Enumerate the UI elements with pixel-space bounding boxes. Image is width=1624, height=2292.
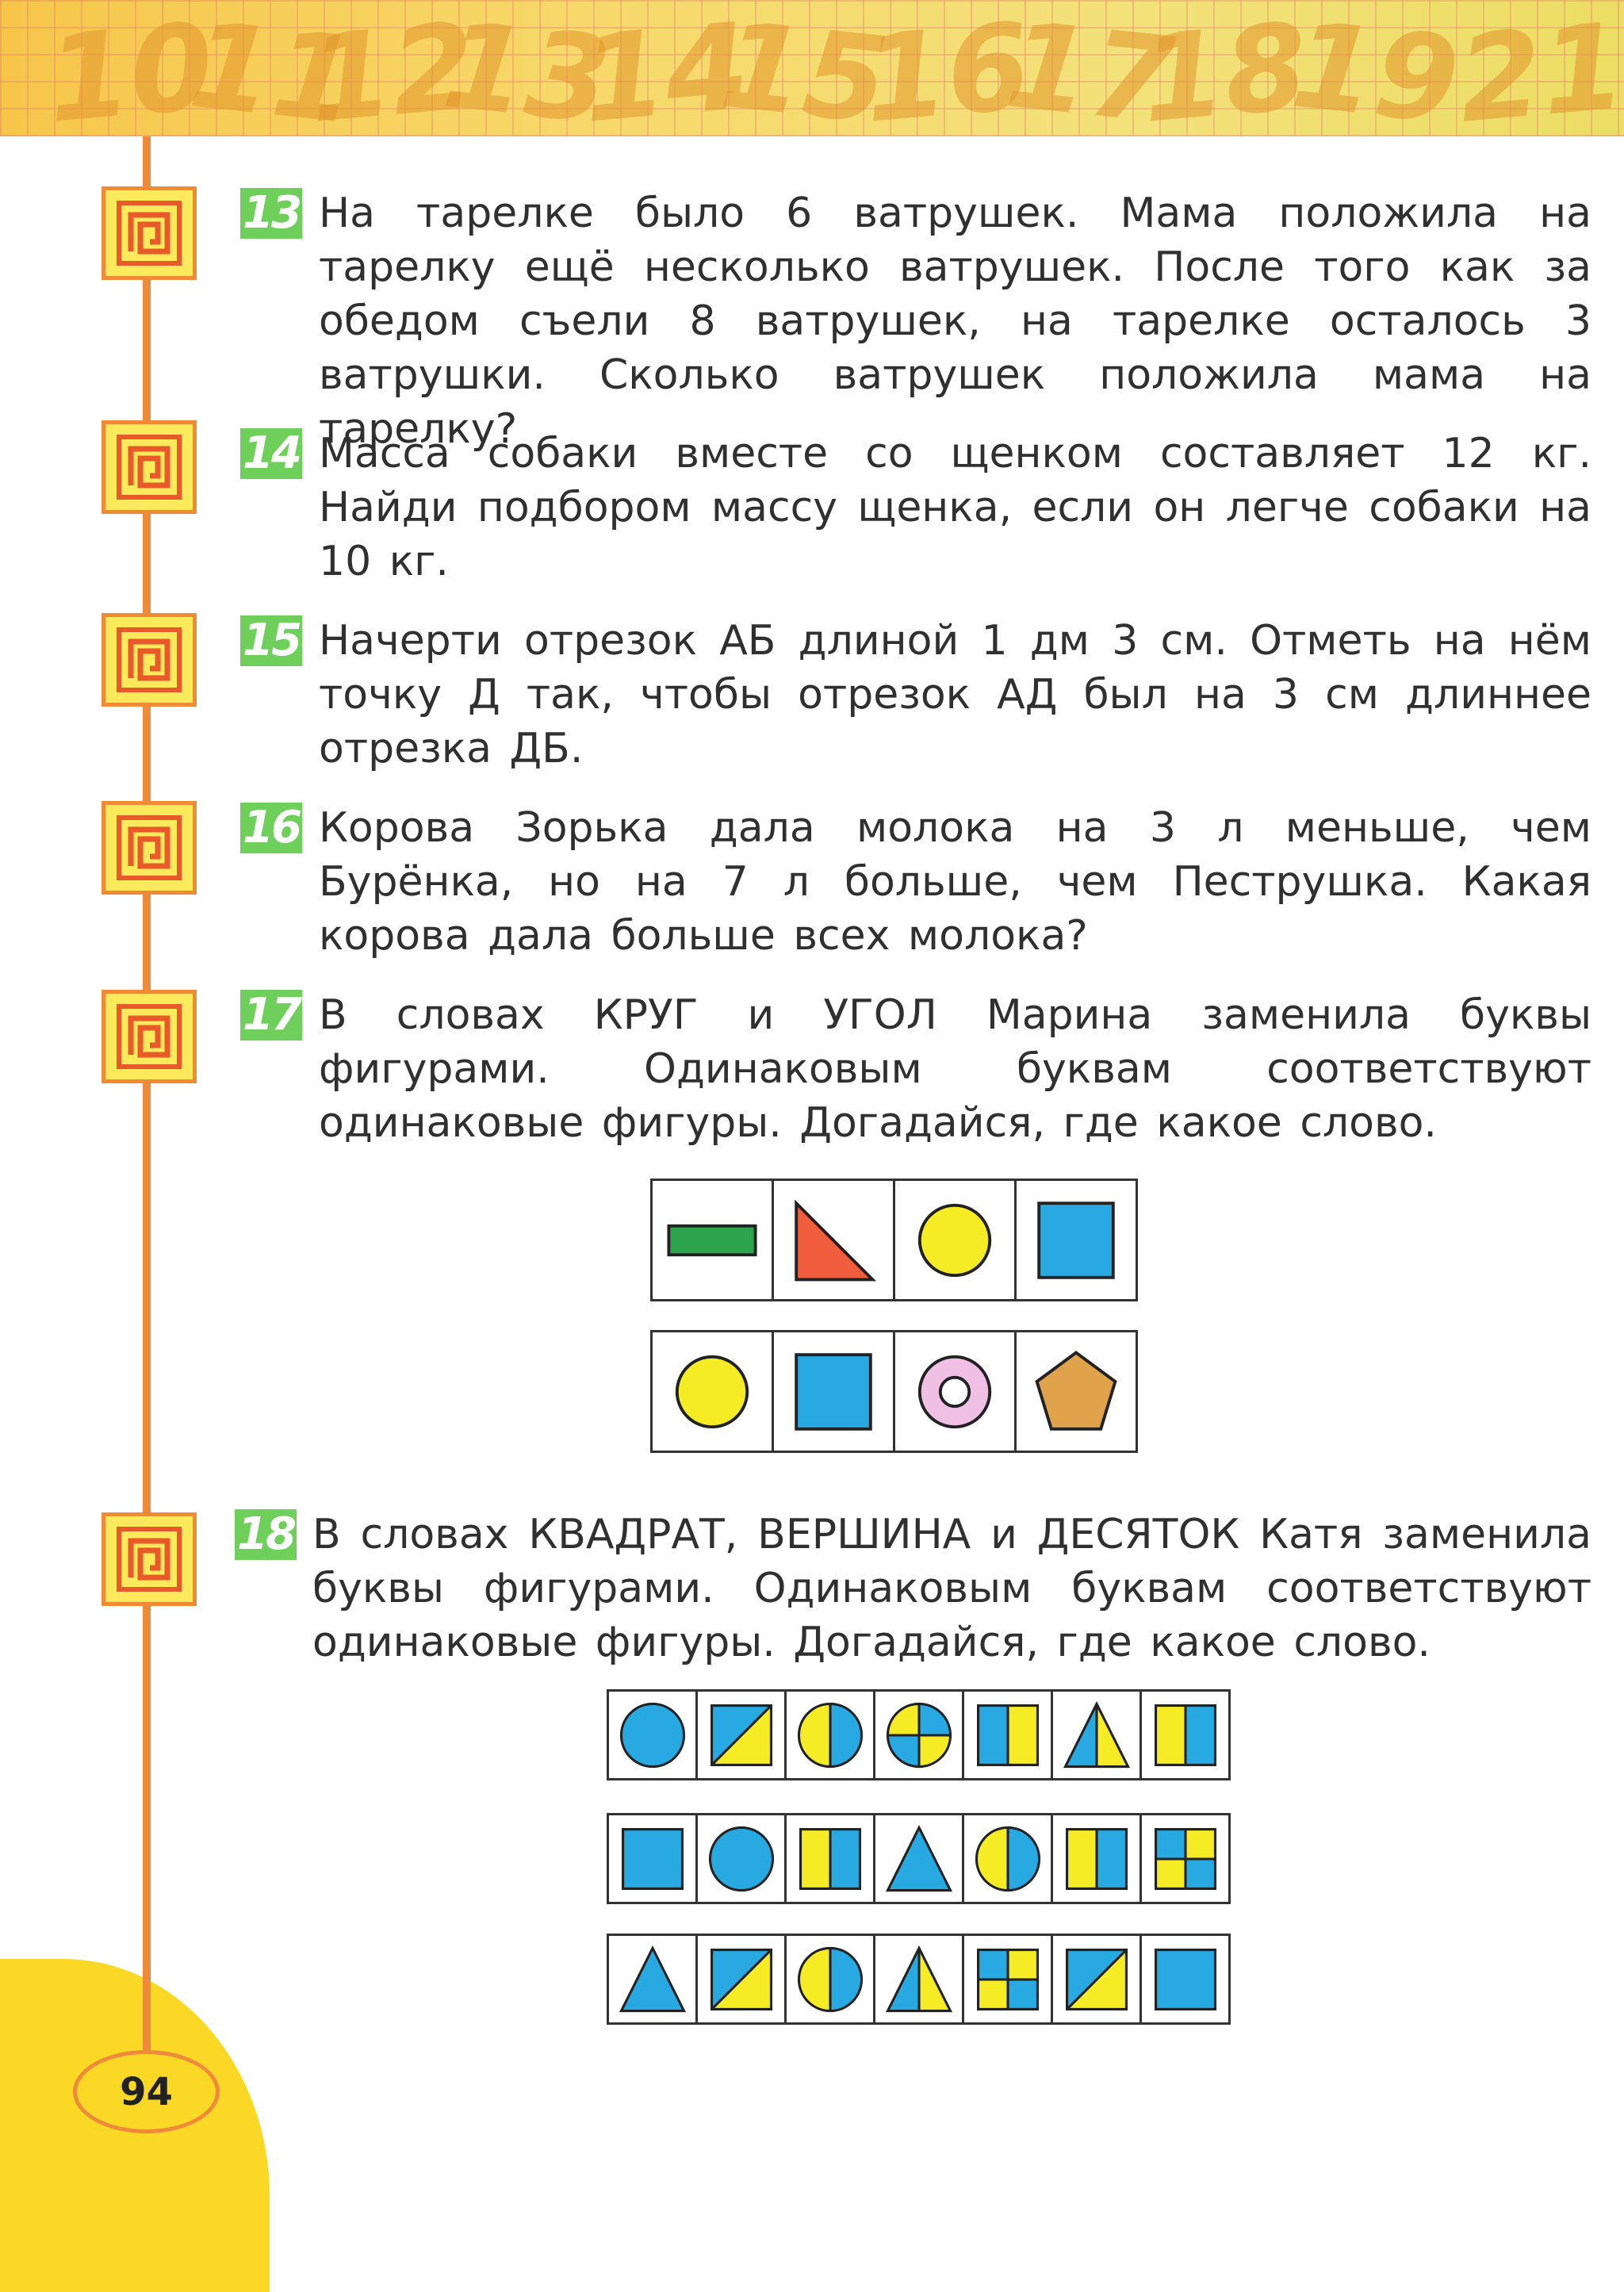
task-marker-icon [102,1512,197,1606]
task-number-badge: 14 [240,428,302,479]
task-13-text: На тарелке было 6 ватрушек. Мама положил… [319,190,1591,453]
square-half-shape [967,1694,1049,1776]
figure-cell [650,1179,774,1301]
yellow-circle-shape [661,1340,764,1443]
task-17-figure-row [650,1179,1138,1301]
green-rectangle-shape [661,1189,764,1292]
figure-cell [695,1934,787,2025]
task-marker-icon [102,186,197,280]
task-marker-icon [102,420,197,514]
task-18-text: В словах КВАДРАТ, ВЕРШИНА и ДЕСЯТОК Катя… [312,1511,1591,1666]
circle-half-shape [967,1818,1049,1900]
timeline-line [143,136,151,2072]
square-diagonal-shape [700,1938,783,2021]
task-number-badge: 17 [240,990,302,1041]
figure-cell [962,1689,1053,1780]
figure-cell [772,1330,895,1453]
task-number-badge: 18 [235,1509,297,1560]
square-half-yellow-left-shape [789,1818,871,1900]
task-15-text: Начерти отрезок АБ длиной 1 дм 3 см. Отм… [319,617,1591,772]
task-18-figure-row [607,1813,1231,1904]
task-number-badge: 16 [240,803,302,853]
task-marker-icon [102,990,197,1083]
blue-circle-shape [611,1694,694,1776]
figure-cell [962,1813,1053,1904]
square-quarters-shape [967,1938,1049,2021]
task-number-badge: 13 [240,188,302,239]
triangle-half-shape [878,1938,960,2021]
figure-cell [772,1179,895,1301]
blue-square-shape [1144,1938,1227,2021]
pink-ring-shape [903,1340,1006,1443]
circle-half-shape [789,1694,871,1776]
header-number: 21 [1453,0,1624,136]
task-14-text: Масса собаки вместе со щенком составляет… [319,430,1591,585]
figure-cell [784,1934,875,2025]
square-half-yellow-left-shape [1055,1818,1138,1900]
figure-cell [784,1689,875,1780]
figure-cell [607,1934,698,2025]
figure-cell [650,1330,774,1453]
figure-cell [695,1689,787,1780]
figure-cell [1051,1934,1142,2025]
figure-cell [695,1813,787,1904]
header-number: 18 [1136,0,1313,136]
blue-triangle-shape [878,1818,960,1900]
figure-cell [1139,1934,1231,2025]
blue-square-shape [782,1340,885,1443]
orange-pentagon-shape [1025,1340,1128,1443]
circle-quarters-shape [878,1694,960,1776]
square-quarters-shape [1144,1818,1227,1900]
task-18-figure-row [607,1689,1231,1780]
blue-square-shape [1025,1189,1128,1292]
figure-cell [1139,1813,1231,1904]
task-17-figure-row [650,1330,1138,1453]
header-number: 19 [1285,0,1465,136]
figure-cell [784,1813,875,1904]
blue-triangle-shape [611,1938,694,2021]
task-number-badge: 15 [240,615,302,666]
header-grid [0,0,1624,136]
figure-cell [1139,1689,1231,1780]
figure-cell [1051,1689,1142,1780]
figure-cell [893,1179,1017,1301]
page-number: 94 [73,2050,220,2133]
square-half-yellow-left-shape [1144,1694,1227,1776]
task-16-text: Корова Зорька дала молока на 3 л меньше,… [319,804,1591,960]
figure-cell [607,1813,698,1904]
yellow-circle-shape [903,1189,1006,1292]
triangle-half-shape [1055,1694,1138,1776]
figure-cell [962,1934,1053,2025]
figure-cell [873,1689,964,1780]
red-triangle-shape [782,1189,885,1292]
circle-half-shape [789,1938,871,2021]
task-17-text: В словах КРУГ и УГОЛ Марина заменила бук… [319,991,1591,1147]
task-18-figure-row [607,1934,1231,2025]
square-diagonal-shape [1055,1938,1138,2021]
figure-cell [873,1813,964,1904]
blue-square-shape [611,1818,694,1900]
figure-cell [1014,1179,1138,1301]
figure-cell [873,1934,964,2025]
figure-cell [1051,1813,1142,1904]
figure-cell [607,1689,698,1780]
task-marker-icon [102,613,197,707]
figure-cell [893,1330,1017,1453]
blue-circle-shape [700,1818,783,1900]
square-diagonal-shape [700,1694,783,1776]
figure-cell [1014,1330,1138,1453]
task-marker-icon [102,801,197,895]
